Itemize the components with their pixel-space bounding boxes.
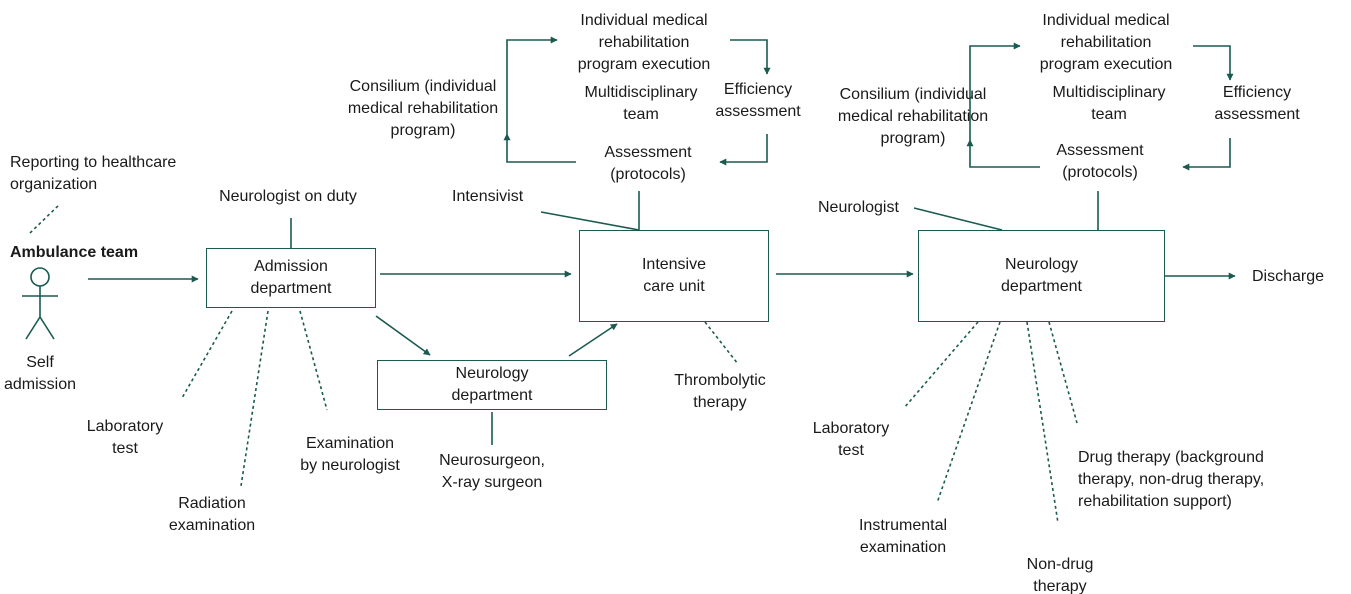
admission-department-box: Admission department: [206, 248, 376, 308]
cycle-left-program-label: Individual medical rehabilitation progra…: [577, 12, 711, 73]
reporting-link: [29, 203, 61, 234]
arrow-admission-neuro-small: [375, 315, 431, 356]
intensive-care-unit-label: Intensive care unit: [641, 256, 707, 295]
neurology-department-main-box: Neurology department: [918, 230, 1165, 322]
neurology-department-small-box: Neurology department: [377, 360, 607, 410]
neurologist-label: Neurologist: [818, 199, 899, 216]
cycle-left-arrow-to-efficiency: [730, 39, 771, 75]
neurology-department-small-label: Neurology department: [451, 365, 533, 404]
link-neurologist: [913, 207, 1003, 231]
cycle-left-arrow-to-program: [506, 36, 558, 134]
cycle-left-efficiency-label: Efficiency assessment: [715, 81, 801, 120]
admission-department-label: Admission department: [250, 258, 332, 297]
cycle-left-team-label: Multidisciplinary team: [584, 84, 698, 123]
cycle-left-arrow-to-assessment: [719, 134, 768, 166]
thrombolytic-therapy-label: Thrombolytic therapy: [674, 372, 766, 411]
link-admission-exam: [299, 310, 328, 411]
cycle-right-arrow-to-program: [969, 42, 1021, 140]
cycle-right-consilium-label: Consilium (individual medical rehabilita…: [837, 86, 989, 147]
neurology-department-main-label: Neurology department: [1001, 256, 1082, 295]
intensive-care-unit-box: Intensive care unit: [579, 230, 769, 322]
arrow-neuro-small-icu: [568, 323, 618, 357]
cycle-right-program-label: Individual medical rehabilitation progra…: [1039, 12, 1173, 73]
cycle-left-arrow-to-consilium: [503, 133, 576, 163]
link-icu-thrombolytic: [704, 321, 739, 365]
self-admission-label: Self admission: [3, 354, 77, 393]
cycle-right-team-label: Multidisciplinary team: [1052, 84, 1166, 123]
admission-lab-test-label: Laboratory test: [86, 418, 164, 457]
cycle-right-arrow-to-efficiency: [1193, 45, 1234, 81]
examination-by-neurologist-label: Examination by neurologist: [300, 435, 400, 474]
radiation-examination-label: Radiation examination: [168, 495, 256, 534]
link-intensivist: [540, 211, 640, 231]
cycle-right-assessment-label: Assessment (protocols): [1056, 142, 1144, 181]
ambulance-team-label: Ambulance team: [10, 244, 139, 261]
cycle-right-arrow-to-assessment: [1182, 138, 1231, 171]
person-icon: [22, 267, 58, 340]
neurosurgeon-label: Neurosurgeon, X-ray surgeon: [439, 452, 545, 491]
reporting-label: Reporting to healthcare organization: [10, 154, 177, 193]
intensivist-label: Intensivist: [452, 188, 524, 205]
link-neuro-main-nondrug: [1026, 321, 1059, 524]
cycle-right-arrow-to-consilium: [966, 139, 1040, 168]
cycle-right-efficiency-label: Efficiency assessment: [1214, 84, 1300, 123]
neuro-main-lab-test-label: Laboratory test: [812, 420, 890, 459]
link-neuro-main-lab: [903, 321, 979, 409]
link-admission-lab: [181, 310, 233, 399]
cycle-left-assessment-label: Assessment (protocols): [604, 144, 692, 183]
cycle-left-consilium-label: Consilium (individual medical rehabilita…: [347, 78, 499, 139]
link-neuro-main-drug: [1048, 321, 1078, 424]
drug-therapy-label: Drug therapy (background therapy, non-dr…: [1078, 449, 1265, 510]
instrumental-examination-label: Instrumental examination: [858, 517, 948, 556]
non-drug-therapy-label: Non-drug therapy: [1026, 556, 1094, 594]
link-admission-radiation: [240, 310, 269, 487]
neurologist-on-duty-label: Neurologist on duty: [219, 188, 357, 205]
link-neuro-main-instrumental: [936, 321, 1001, 504]
discharge-label: Discharge: [1252, 268, 1325, 285]
